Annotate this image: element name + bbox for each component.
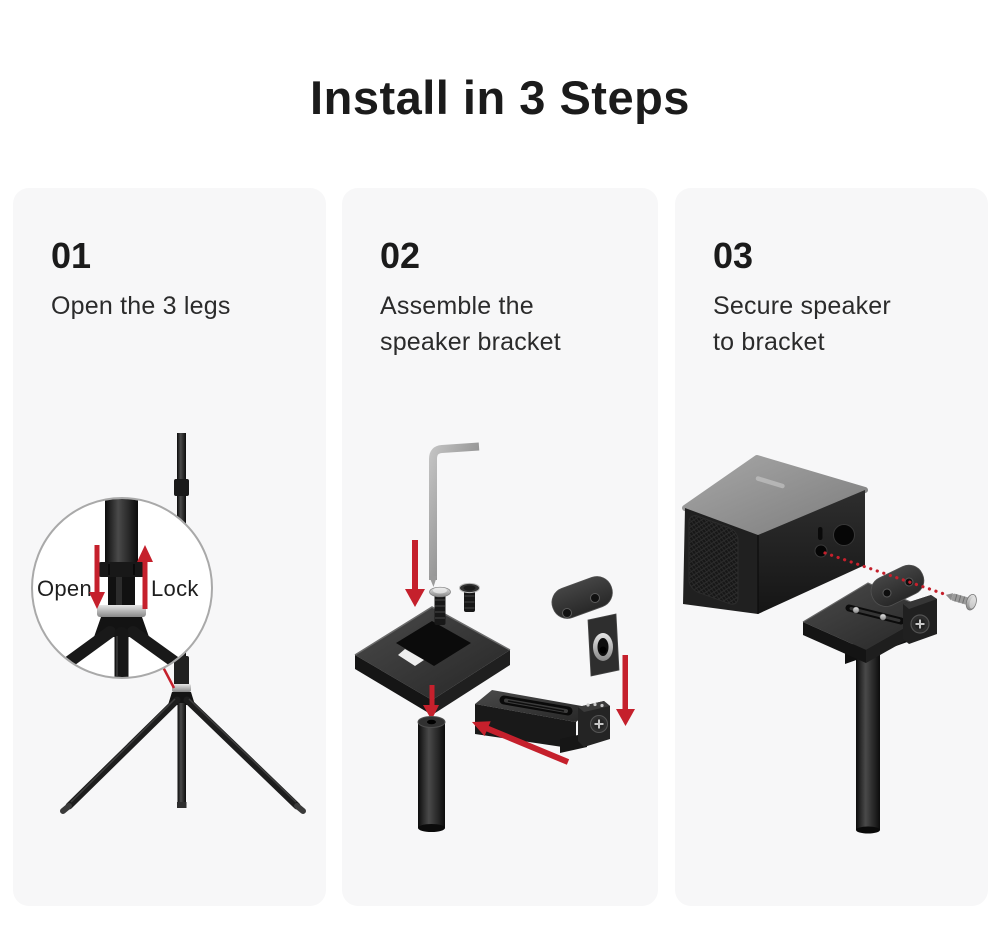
inset-inner-highlight (116, 577, 122, 606)
stand-pole-graphic (417, 716, 446, 832)
right-foot-tip (294, 803, 306, 814)
inset-collar (99, 562, 144, 577)
step-2-caption-line-1: Assemble the (380, 292, 534, 320)
speaker-right-face (758, 490, 865, 614)
center-leg (177, 703, 186, 806)
slot-screw-1 (852, 606, 860, 614)
screw-1-graphic (429, 586, 451, 625)
left-leg-highlight (70, 698, 176, 803)
screw-tip (945, 593, 954, 601)
down-arrow-left-icon (405, 540, 425, 607)
tab-hole-1 (562, 608, 572, 618)
dotted-guide-line (823, 551, 949, 597)
plate-top-highlight (354, 606, 511, 656)
bracket-plate-graphic (802, 564, 937, 834)
grille-texture (688, 515, 739, 605)
open-label: Open (37, 576, 92, 601)
page-title: Install in 3 Steps (310, 71, 690, 124)
clamp-top-bevel (578, 701, 610, 712)
lock-label: Lock (151, 576, 199, 601)
speaker-plate-graphic (551, 576, 620, 677)
speaker-graphic (682, 455, 868, 614)
plate-cutout (396, 621, 471, 666)
thread-hole (814, 544, 828, 558)
screw-2-body (464, 590, 475, 612)
screw-2-graphic (459, 582, 480, 612)
step-3-caption: Secure speaker to bracket (713, 288, 891, 360)
step-1-number: 01 (51, 235, 92, 276)
insert-arrow-icon (423, 685, 439, 720)
right-leg (183, 696, 301, 810)
step-2-number: 02 (380, 235, 421, 276)
tripod-illustration: Open Lock (31, 433, 306, 814)
pole-screw-hole (427, 719, 436, 725)
cutout-inner-edge (398, 649, 424, 666)
step-2-caption-line-2: speaker bracket (380, 328, 561, 356)
step-1-caption-line-1: Open the 3 legs (51, 292, 231, 320)
screw-2-threads (464, 595, 475, 609)
clamp-knob-cross (594, 719, 604, 729)
center-foot-tip (177, 802, 187, 808)
open-arrow-down-icon (89, 545, 105, 609)
rail-front-face (475, 704, 576, 749)
hex-key-graphic (429, 442, 480, 587)
step-3-caption-line-2: to bracket (713, 328, 825, 356)
bass-port (833, 524, 855, 546)
screw-threads (954, 594, 966, 604)
step-3-number: 03 (713, 235, 754, 276)
plate-left-edge (803, 622, 866, 663)
brand-mark (755, 476, 785, 489)
pole-body (418, 722, 445, 828)
clamp-pin-3 (600, 703, 604, 708)
right-leg-highlight (188, 698, 297, 803)
tab-hole-2 (590, 593, 600, 603)
pole-knob (174, 479, 189, 496)
slot-screw-2 (879, 613, 887, 621)
clamp-pin-2 (593, 702, 597, 707)
slide-arrow-icon (472, 721, 570, 765)
machine-screw-graphic (945, 593, 977, 611)
callout-line (161, 666, 176, 689)
step-1-caption: Open the 3 legs (51, 288, 231, 324)
silver-ring (172, 684, 191, 692)
clamp-top-bevel (903, 595, 937, 609)
screw-1-threads (435, 599, 445, 619)
plate-right-edge (432, 650, 510, 715)
step-3-caption-line-1: Secure speaker (713, 292, 891, 320)
left-foot-tip (60, 803, 72, 814)
inset-silver-ring (97, 605, 146, 617)
clamp-knob-cross (915, 619, 925, 629)
step-3-panel: 03 Secure speaker to bracket (675, 188, 988, 906)
rounded-tab (551, 576, 613, 619)
clamp-pin-1 (586, 703, 590, 707)
screw-1-dome (433, 587, 447, 594)
pole-bottom (418, 824, 445, 832)
clutch-collar (174, 656, 189, 686)
step-2-caption: Assemble the speaker bracket (380, 288, 561, 360)
tab-hole-1 (882, 588, 892, 598)
lock-arrow-up-icon (137, 545, 153, 609)
inset-pole (105, 499, 138, 566)
hex-key-shaft (429, 442, 480, 580)
bracket-assembly-illustration (354, 442, 635, 832)
rail-slot-center (507, 700, 565, 712)
mount-plate-graphic (354, 606, 511, 715)
left-leg (65, 696, 181, 810)
pole-body (856, 654, 880, 830)
plate-left-edge (355, 655, 432, 715)
grommet-hole (599, 646, 607, 654)
hex-key-tip (429, 576, 437, 587)
speaker-mount-illustration (682, 455, 977, 834)
screw-2-head-inner (463, 585, 476, 591)
pole-bottom (856, 826, 880, 834)
keyhole-slot (818, 527, 823, 540)
screw-1-body (434, 594, 446, 625)
down-arrow-right-icon (616, 655, 635, 726)
step-1-panel: 01 Open the 3 legs (13, 188, 326, 906)
rail-bracket-graphic (475, 690, 610, 753)
screw-head-dome (969, 596, 977, 609)
step-2-panel: 02 Assemble the speaker bracket (342, 188, 658, 906)
